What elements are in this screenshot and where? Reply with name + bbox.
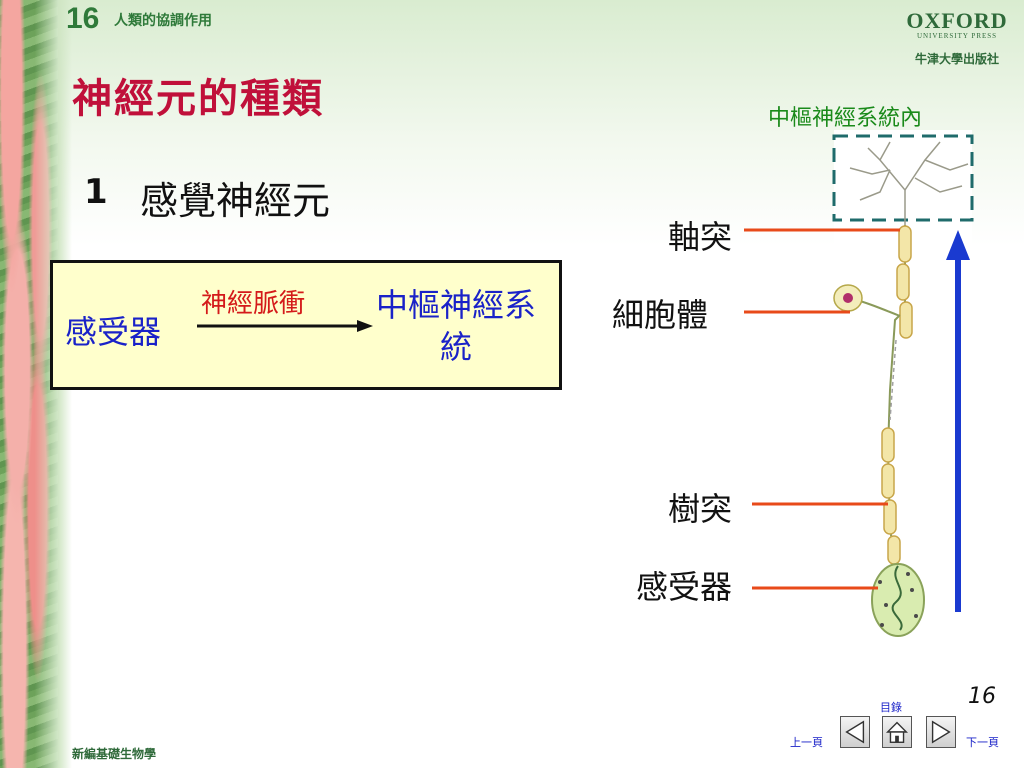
pathway-cns: 中樞神經系統 bbox=[375, 286, 536, 366]
home-icon bbox=[885, 721, 909, 743]
label-receptor: 感受器 bbox=[635, 568, 732, 606]
receptor-granules bbox=[878, 572, 918, 627]
dendron-myelin-segments bbox=[881, 427, 901, 565]
diagram-panel bbox=[834, 130, 972, 632]
pathway-box: 感受器 神經脈衝 中樞神經系統 bbox=[50, 260, 562, 390]
label-dendron: 樹突 bbox=[667, 490, 732, 528]
triangle-left-icon bbox=[845, 720, 865, 744]
pointer-lines bbox=[744, 228, 900, 590]
pathway-impulse-label: 神經脈衝 bbox=[201, 289, 306, 319]
pathway-arrow-icon bbox=[197, 320, 373, 332]
prev-page-label: 上一頁 bbox=[790, 736, 823, 749]
publisher-logo: OXFORD UNIVERSITY PRESS 牛津大學出版社 bbox=[902, 8, 1012, 67]
receptor-ending bbox=[891, 565, 903, 631]
impulse-arrow-head-icon bbox=[946, 230, 970, 260]
prev-page-button[interactable] bbox=[840, 716, 870, 748]
book-title: 新編基礎生物學 bbox=[72, 747, 157, 761]
axon-terminals bbox=[849, 141, 969, 225]
home-button[interactable] bbox=[882, 716, 912, 748]
slide-number: 16 bbox=[968, 684, 996, 709]
axon-myelin-segments bbox=[896, 225, 913, 339]
label-axon: 軸突 bbox=[667, 218, 732, 256]
publisher-sub: UNIVERSITY PRESS bbox=[916, 32, 998, 40]
decorative-left-strip bbox=[0, 0, 58, 768]
sensory-neuron-diagram bbox=[744, 130, 974, 637]
cns-label: 中樞神經系統內 bbox=[768, 106, 923, 131]
toc-label: 目錄 bbox=[880, 701, 902, 714]
section-title: 感覺神經元 bbox=[140, 179, 331, 223]
next-page-button[interactable] bbox=[926, 716, 956, 748]
cns-region-box bbox=[832, 134, 974, 222]
pathway-receptor: 感受器 bbox=[65, 313, 162, 351]
next-page-label: 下一頁 bbox=[966, 736, 999, 749]
chapter-title: 人類的協調作用 bbox=[114, 13, 212, 29]
section-number: 1 bbox=[84, 172, 108, 212]
publisher-name: OXFORD bbox=[906, 8, 1008, 33]
chapter-number: 16 bbox=[66, 2, 100, 35]
triangle-right-icon bbox=[931, 720, 951, 744]
label-cell-body: 細胞體 bbox=[611, 296, 708, 334]
page-title: 神經元的種類 bbox=[72, 75, 324, 122]
fibre-gap bbox=[889, 339, 897, 421]
nucleus bbox=[843, 293, 853, 303]
publisher-cn: 牛津大學出版社 bbox=[914, 52, 999, 66]
